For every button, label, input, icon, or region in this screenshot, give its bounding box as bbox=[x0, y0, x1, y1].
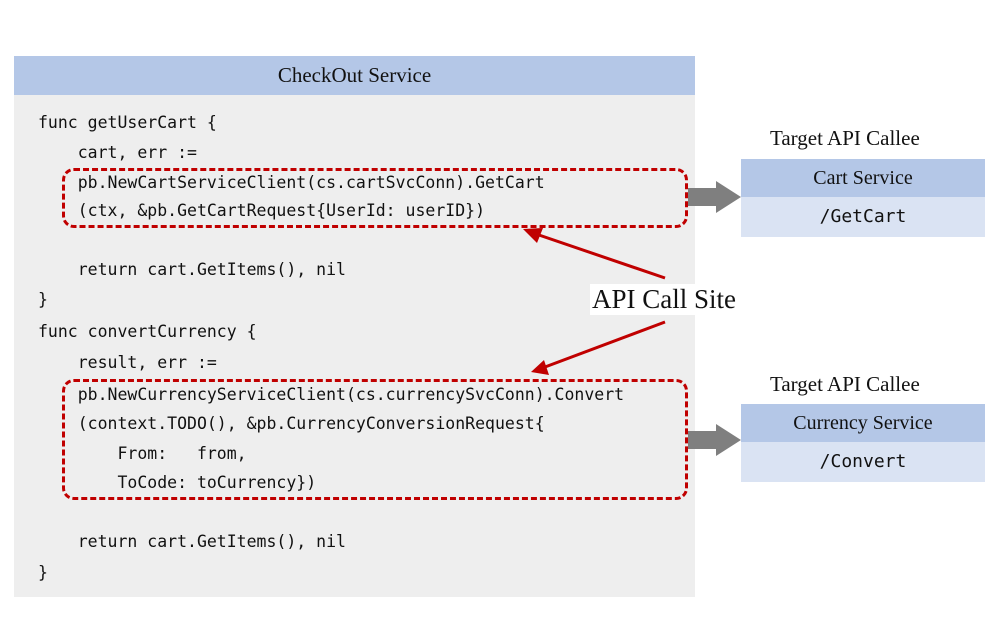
callsite-arrow-lower-head bbox=[531, 360, 549, 375]
currency-service-callee: Currency Service /Convert bbox=[741, 404, 985, 482]
code-line: } bbox=[38, 290, 48, 309]
checkout-service-title: CheckOut Service bbox=[14, 56, 695, 95]
currency-call-site-highlight bbox=[62, 379, 688, 500]
code-line: cart, err := bbox=[38, 143, 197, 162]
callee-endpoint: /Convert bbox=[741, 442, 985, 482]
code-line: pb.NewCurrencyServiceClient(cs.currencyS… bbox=[38, 385, 625, 404]
checkout-service-panel: CheckOut Service bbox=[14, 56, 695, 597]
callsite-arrow-upper-shaft bbox=[535, 232, 666, 280]
code-line: result, err := bbox=[38, 353, 217, 372]
code-line: return cart.GetItems(), nil bbox=[38, 260, 346, 279]
code-line: (context.TODO(), &pb.CurrencyConversionR… bbox=[38, 414, 545, 433]
cart-call-site-highlight bbox=[62, 168, 688, 228]
callsite-arrow-lower-shaft bbox=[544, 320, 666, 369]
code-line: (ctx, &pb.GetCartRequest{UserId: userID}… bbox=[38, 201, 486, 220]
callee-endpoint: /GetCart bbox=[741, 197, 985, 237]
callee-service-name: Cart Service bbox=[741, 159, 985, 197]
cart-service-callee: Cart Service /GetCart bbox=[741, 159, 985, 237]
target-api-callee-heading: Target API Callee bbox=[770, 372, 920, 396]
cart-connector-arrow bbox=[688, 181, 741, 213]
code-line: pb.NewCartServiceClient(cs.cartSvcConn).… bbox=[38, 173, 545, 192]
code-line: ToCode: toCurrency}) bbox=[38, 473, 317, 492]
code-line: From: from, bbox=[38, 444, 247, 463]
code-line: return cart.GetItems(), nil bbox=[38, 532, 346, 551]
currency-connector-arrow bbox=[688, 424, 741, 456]
code-line: } bbox=[38, 563, 48, 582]
code-line: func getUserCart { bbox=[38, 113, 217, 132]
callsite-arrow-upper-head bbox=[523, 228, 543, 243]
target-api-callee-heading: Target API Callee bbox=[770, 126, 920, 150]
code-line: func convertCurrency { bbox=[38, 322, 257, 341]
api-call-site-label: API Call Site bbox=[590, 284, 739, 315]
callee-service-name: Currency Service bbox=[741, 404, 985, 442]
